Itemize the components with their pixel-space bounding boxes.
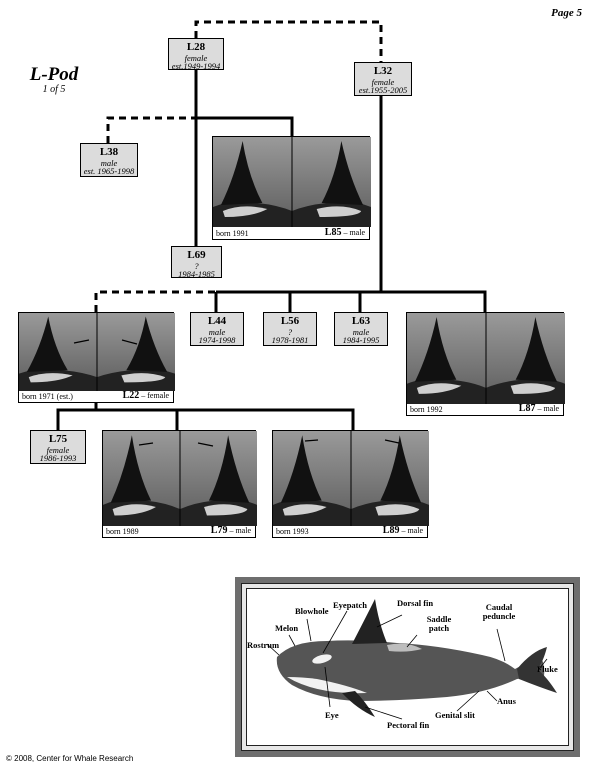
node-L38: L38 male est. 1965-1998 <box>80 143 138 177</box>
node-years: 1974-1998 <box>198 335 236 346</box>
photo-L22: born 1971 (est.) L22 – female <box>18 312 175 403</box>
whale-sex: male <box>235 526 251 535</box>
node-id: L56 <box>280 315 300 327</box>
diagram-inner-border: Blowhole Melon Rostrum Eyepatch Dorsal f… <box>241 583 574 751</box>
node-years: est. 1965-1998 <box>83 166 135 177</box>
node-id: L63 <box>351 315 371 327</box>
node-L44: L44 male 1974-1998 <box>190 312 244 346</box>
born-label: born 1991 <box>216 229 249 238</box>
node-id: L28 <box>186 41 206 53</box>
node-L63: L63 male 1984-1995 <box>334 312 388 346</box>
pod-subtitle: 1 of 5 <box>42 84 66 95</box>
node-years: 1986-1993 <box>39 453 77 464</box>
node-sex: male <box>100 157 118 168</box>
whale-name: L87 <box>518 403 536 414</box>
whale-sex: female <box>147 391 169 400</box>
node-sex: female <box>371 76 395 87</box>
label-saddle-patch: Saddle patch <box>426 614 452 633</box>
pod-title-block: L-Pod 1 of 5 <box>14 64 94 95</box>
node-id: L75 <box>48 433 68 445</box>
page-number: Page 5 <box>551 7 582 19</box>
photo-caption: born 1971 (est.) L22 – female <box>22 390 169 401</box>
whale-sex: male <box>543 404 559 413</box>
whale-name: L85 <box>324 227 342 238</box>
orca-anatomy-diagram: Blowhole Melon Rostrum Eyepatch Dorsal f… <box>235 577 580 757</box>
node-years: 1978-1981 <box>271 335 309 346</box>
node-sex: male <box>208 326 226 337</box>
label-rostrum: Rostrum <box>247 640 280 650</box>
born-label: born 1971 (est.) <box>22 392 73 401</box>
node-sex: female <box>46 444 70 455</box>
photo-caption: born 1989 L79 – male <box>106 525 251 536</box>
copyright-text: © 2008, Center for Whale Research <box>6 754 134 763</box>
diagram-core: Blowhole Melon Rostrum Eyepatch Dorsal f… <box>246 588 569 746</box>
node-L28: L28 female est.1949-1994 <box>168 38 224 72</box>
photo-caption: born 1991 L85 – male <box>216 227 365 238</box>
dorsal-fin-photo-icon <box>19 313 175 391</box>
born-label: born 1993 <box>276 527 309 536</box>
dorsal-fin-photo-icon <box>273 431 429 526</box>
label-genital-slit: Genital slit <box>435 710 475 720</box>
label-melon: Melon <box>275 623 299 633</box>
label-eye: Eye <box>325 710 339 720</box>
label-blowhole: Blowhole <box>295 606 329 616</box>
pod-title: L-Pod <box>29 64 79 85</box>
whale-name: L79 <box>210 525 228 536</box>
label-pectoral-fin: Pectoral fin <box>387 720 430 730</box>
label-eyepatch: Eyepatch <box>333 600 367 610</box>
node-id: L69 <box>187 249 206 261</box>
born-label: born 1989 <box>106 527 139 536</box>
label-dorsal-fin: Dorsal fin <box>397 598 434 608</box>
orca-illustration-icon <box>266 599 557 720</box>
whale-sex: male <box>407 526 423 535</box>
label-caudal-peduncle: Caudal peduncle <box>482 602 516 621</box>
node-L69: L69 ? 1984-1985 <box>171 246 222 280</box>
node-years: est.1955-2005 <box>358 85 408 96</box>
node-years: est.1949-1994 <box>171 61 221 72</box>
label-anus: Anus <box>497 696 516 706</box>
node-L32: L32 female est.1955-2005 <box>354 62 412 96</box>
node-L75: L75 female 1986-1993 <box>30 430 86 464</box>
photo-L87: born 1992 L87 – male <box>406 312 565 416</box>
dorsal-fin-photo-icon <box>213 137 371 227</box>
whale-sex: male <box>349 228 365 237</box>
node-years: 1984-1995 <box>342 335 380 346</box>
node-id: L38 <box>99 146 119 158</box>
node-years: 1984-1985 <box>178 269 215 280</box>
node-id: L44 <box>207 315 227 327</box>
node-sex: ? <box>194 260 199 271</box>
node-sex: female <box>184 52 208 63</box>
born-label: born 1992 <box>410 405 443 414</box>
dorsal-fin-photo-icon <box>103 431 257 526</box>
node-L56: L56 ? 1978-1981 <box>263 312 317 346</box>
label-fluke: Fluke <box>537 664 558 674</box>
photo-L79: born 1989 L79 – male <box>102 430 257 538</box>
photo-caption: born 1993 L89 – male <box>276 525 423 536</box>
node-sex: male <box>352 326 370 337</box>
photo-L85: born 1991 L85 – male <box>212 136 371 240</box>
dorsal-fin-photo-icon <box>407 313 565 404</box>
node-sex: ? <box>287 326 293 337</box>
node-id: L32 <box>373 65 393 77</box>
photo-caption: born 1992 L87 – male <box>410 403 559 414</box>
whale-name: L89 <box>382 525 400 536</box>
whale-name: L22 <box>122 390 140 401</box>
photo-L89: born 1993 L89 – male <box>272 430 429 538</box>
